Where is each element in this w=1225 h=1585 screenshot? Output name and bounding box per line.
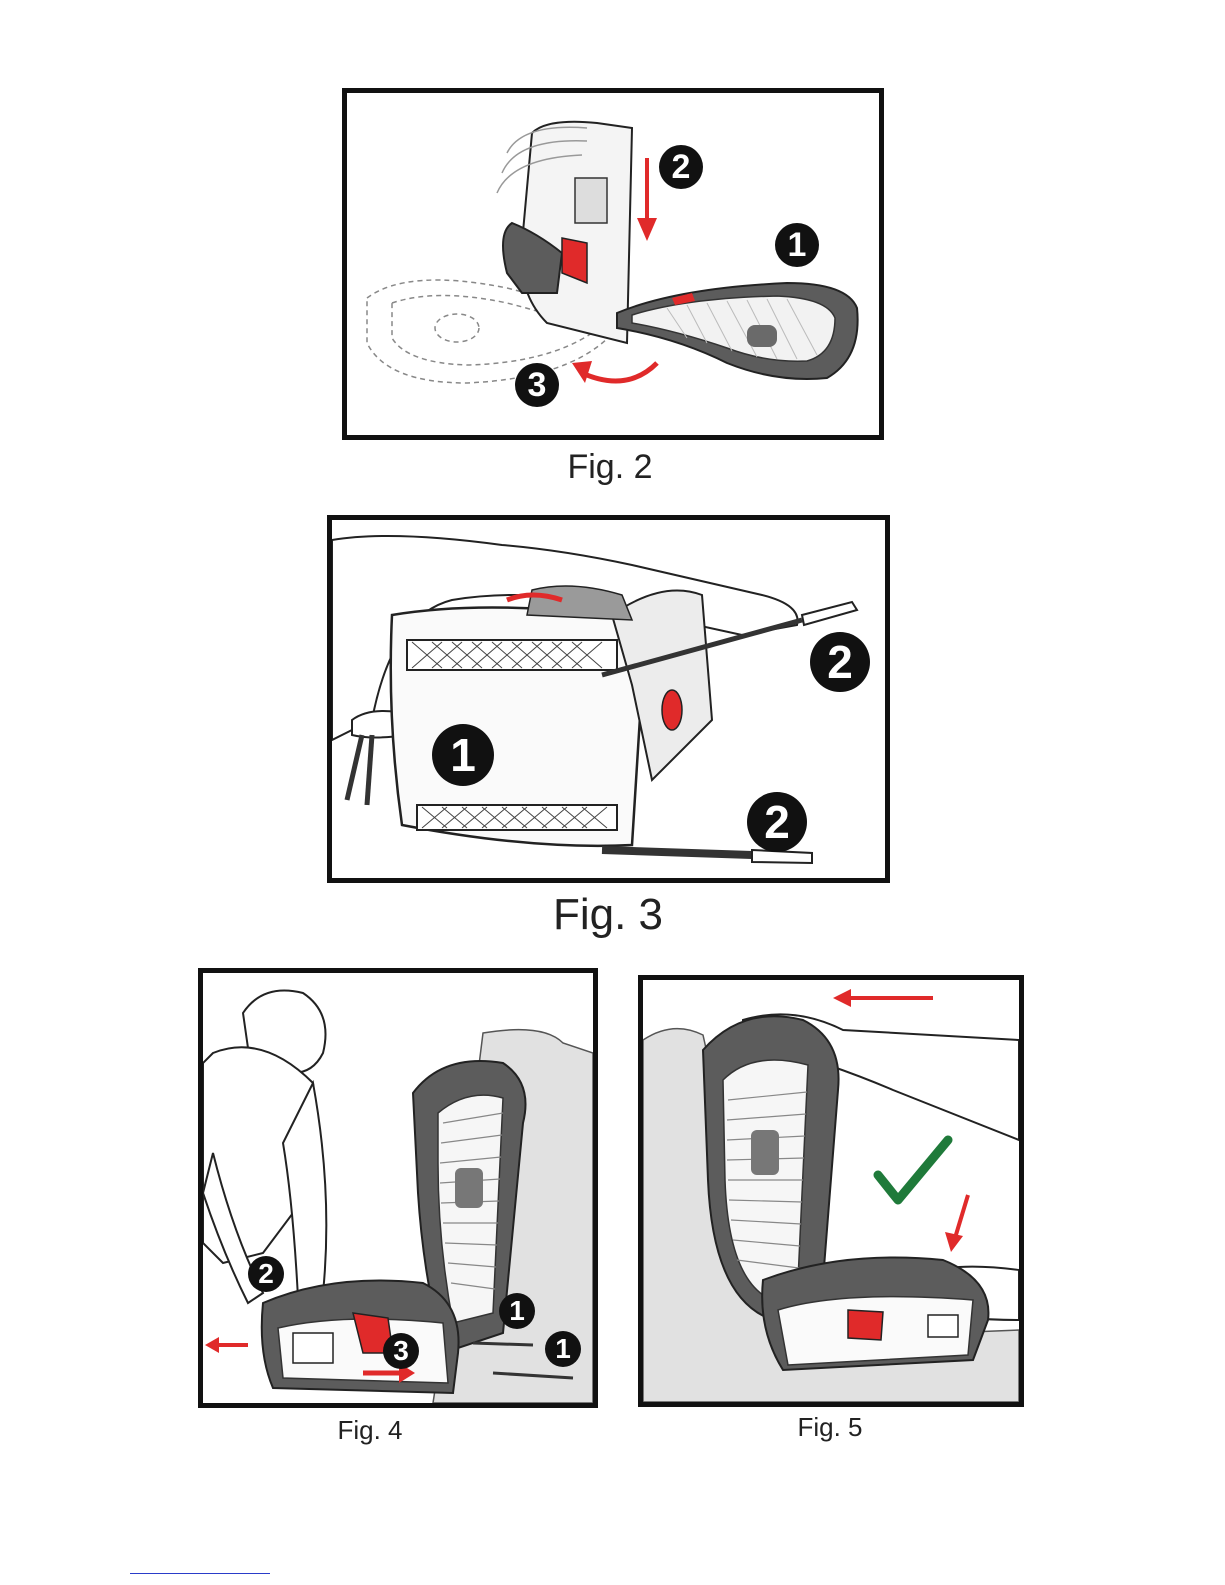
figure-2-caption: Fig. 2	[560, 448, 660, 487]
step-number: 1	[555, 1333, 571, 1364]
booster-seat-side	[391, 586, 712, 846]
arrow-down-red	[637, 158, 657, 241]
step-number: 2	[258, 1258, 274, 1289]
arrow-down-red	[945, 1195, 968, 1252]
figure-4-frame: 2 3 1 1	[198, 968, 598, 1408]
footer-rule	[130, 1573, 270, 1574]
step-badge-2: 2	[248, 1256, 284, 1292]
arrow-curved-red	[572, 361, 657, 383]
figure-3-caption: Fig. 3	[548, 890, 668, 940]
step-badge-1: 1	[775, 223, 819, 267]
step-badge-3: 3	[383, 1333, 419, 1369]
step-number: 3	[528, 366, 547, 404]
figure-4-caption: Fig. 4	[330, 1415, 410, 1446]
arrow-left-red	[205, 1337, 248, 1353]
step-number: 2	[672, 148, 691, 186]
step-number: 3	[393, 1335, 409, 1366]
step-badge-1: 1	[432, 724, 494, 786]
step-badge-2-bottom: 2	[747, 792, 807, 852]
hanging-strap	[347, 735, 372, 805]
backrest	[497, 122, 632, 343]
step-badge-1-upper: 1	[499, 1293, 535, 1329]
arrow-left-red	[833, 989, 933, 1007]
figure-2-frame: 1 2 3	[342, 88, 884, 440]
step-number: 1	[788, 226, 807, 264]
step-number: 2	[827, 636, 853, 688]
figure-5-caption: Fig. 5	[790, 1412, 870, 1443]
step-number: 1	[450, 729, 476, 781]
figure-5-frame	[638, 975, 1024, 1407]
step-badge-1-lower: 1	[545, 1331, 581, 1367]
figure-5-illustration	[643, 980, 1019, 1402]
booster-base	[762, 1258, 988, 1371]
booster-base	[262, 1281, 459, 1394]
figure-3-frame: 1 2 2	[327, 515, 890, 883]
step-badge-2-top: 2	[810, 632, 870, 692]
step-number: 1	[509, 1295, 525, 1326]
checkmark-icon	[878, 1140, 948, 1200]
step-badge-2: 2	[659, 145, 703, 189]
step-number: 2	[764, 796, 790, 848]
latch-strap-bottom	[602, 850, 812, 863]
step-badge-3: 3	[515, 363, 559, 407]
